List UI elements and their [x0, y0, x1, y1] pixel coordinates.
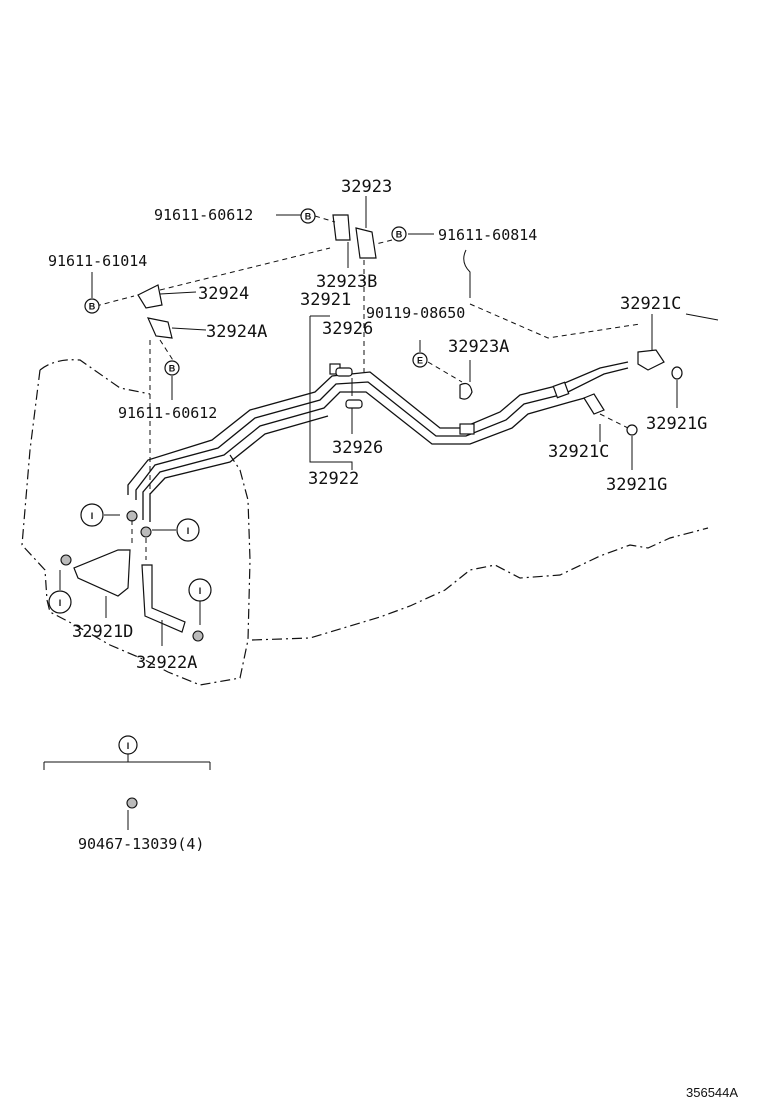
callout-90467-13039: 90467-13039(4) — [78, 835, 204, 853]
hose-32922A — [141, 564, 186, 633]
callout-32923A: 32923A — [448, 337, 509, 357]
hose-clamp-1 — [126, 510, 138, 522]
hose-clamp-legend — [126, 797, 138, 809]
callout-32921: 32921 — [300, 290, 351, 310]
hose-clamp-3 — [60, 554, 72, 566]
gasket-32921G-right — [671, 366, 683, 380]
marker-b-1: B — [300, 208, 316, 224]
svg-text:E: E — [417, 356, 423, 366]
callout-32923: 32923 — [341, 177, 392, 197]
callout-32921G-bottom: 32921G — [606, 475, 667, 495]
cushion-32926-bottom — [345, 399, 363, 409]
hose-32921D — [73, 549, 131, 597]
svg-text:I: I — [187, 526, 190, 536]
callout-32922: 32922 — [308, 469, 359, 489]
pipe-clamp-center — [459, 423, 475, 435]
marker-e: E — [412, 352, 428, 368]
svg-text:I: I — [127, 741, 130, 751]
clamp-parts — [137, 214, 473, 409]
solid-leaders — [43, 196, 719, 830]
bracket-32923B — [332, 214, 351, 241]
callout-91611-60814: 91611-60814 — [438, 226, 537, 244]
pipe-clamp-right — [552, 381, 570, 399]
svg-text:I: I — [199, 586, 202, 596]
hose-clamp-4 — [192, 630, 204, 642]
callout-32924A: 32924A — [206, 322, 267, 342]
bracket-32923 — [355, 227, 377, 259]
callout-32926-top: 32926 — [322, 319, 373, 339]
body-outline — [21, 359, 709, 686]
marker-i-legend: I — [118, 735, 138, 755]
clamp-32924A — [146, 317, 173, 339]
fittings-right — [583, 349, 683, 436]
callout-32924: 32924 — [198, 284, 249, 304]
union-32921C-bottom — [583, 393, 605, 415]
bracket-32924 — [137, 284, 163, 309]
callout-32923B: 32923B — [316, 272, 377, 292]
callout-32921C-bottom: 32921C — [548, 442, 609, 462]
hose-clamps — [60, 510, 204, 809]
svg-text:B: B — [89, 302, 96, 312]
marker-b-4: B — [164, 360, 180, 376]
cushion-32926-top — [335, 367, 353, 377]
marker-b-3: B — [84, 298, 100, 314]
illustration-id: 356544A — [686, 1085, 738, 1100]
svg-text:B: B — [169, 364, 176, 374]
union-32921C-top — [637, 349, 665, 371]
callout-32921D: 32921D — [72, 622, 133, 642]
callout-91611-61014: 91611-61014 — [48, 252, 147, 270]
svg-text:I: I — [91, 511, 94, 521]
marker-i-3: I — [48, 590, 72, 614]
svg-text:B: B — [396, 230, 403, 240]
part-callouts: 32923 91611-60612 91611-60814 91611-6101… — [48, 177, 707, 853]
callout-90119-08650: 90119-08650 — [366, 304, 465, 322]
dashed-leaders — [95, 215, 641, 560]
marker-i-4: I — [188, 578, 212, 602]
marker-b-2: B — [391, 226, 407, 242]
callout-32926-bottom: 32926 — [332, 438, 383, 458]
callout-32921G-right: 32921G — [646, 414, 707, 434]
hoses — [73, 549, 186, 633]
reference-markers: B B B B E I I I I I — [48, 208, 428, 755]
svg-text:I: I — [59, 598, 62, 608]
callout-91611-60612-mid: 91611-60612 — [118, 404, 217, 422]
marker-i-1: I — [80, 503, 104, 527]
hose-clamp-2 — [140, 526, 152, 538]
clip-32923A — [459, 382, 473, 400]
svg-text:B: B — [305, 212, 312, 222]
marker-i-2: I — [176, 518, 200, 542]
callout-32922A: 32922A — [136, 653, 197, 673]
callout-32921C-top: 32921C — [620, 294, 681, 314]
gasket-32921G-bottom — [626, 424, 638, 436]
callout-91611-60612-top: 91611-60612 — [154, 206, 253, 224]
fuel-pipe-assembly — [127, 361, 629, 522]
